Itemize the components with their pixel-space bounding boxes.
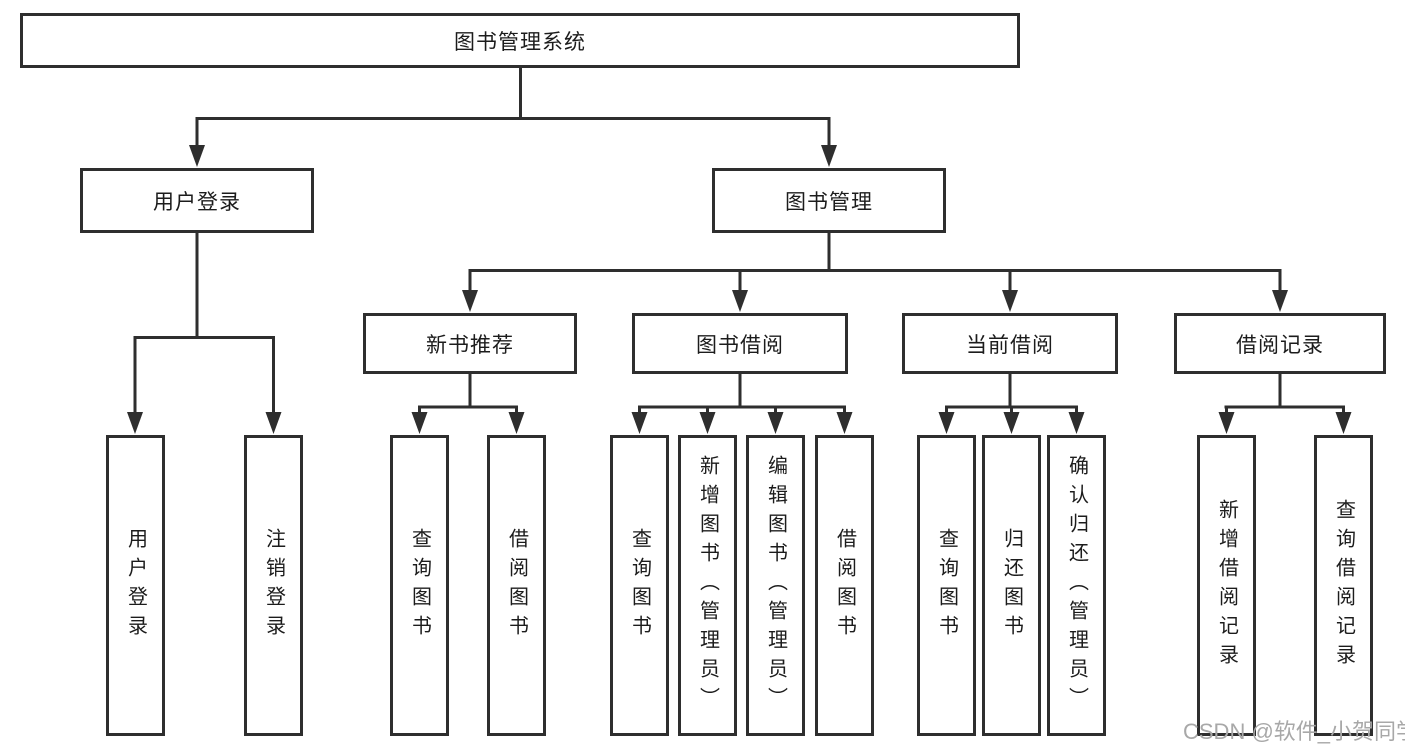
node-book-borrowing-label: 图书借阅 [696,333,784,357]
leaf-borrow-book-recommend-label: 借阅图书 [505,527,528,644]
leaf-add-borrow-record: 新增借阅记录 [1197,435,1256,736]
node-current-borrowing-label: 当前借阅 [966,333,1054,357]
leaf-user-login-label: 用户登录 [124,527,147,644]
node-root: 图书管理系统 [20,13,1020,68]
node-user-login-label: 用户登录 [153,190,241,214]
leaf-logout-label: 注销登录 [262,527,285,644]
leaf-query-book-current-label: 查询图书 [935,527,958,644]
leaf-query-book-recommend: 查询图书 [390,435,449,736]
leaf-borrow-book-borrowing: 借阅图书 [815,435,874,736]
leaf-confirm-return-admin-label: 确认归还（管理员） [1065,455,1088,716]
leaf-query-borrow-record-label: 查询借阅记录 [1332,498,1355,673]
leaf-add-book-admin: 新增图书（管理员） [678,435,737,736]
node-current-borrowing: 当前借阅 [902,313,1118,374]
leaf-return-book: 归还图书 [982,435,1041,736]
leaf-return-book-label: 归还图书 [1000,527,1023,644]
leaf-add-book-admin-label: 新增图书（管理员） [696,455,719,716]
node-new-book-recommend-label: 新书推荐 [426,333,514,357]
leaf-query-book-borrowing: 查询图书 [610,435,669,736]
node-new-book-recommend: 新书推荐 [363,313,577,374]
leaf-user-login: 用户登录 [106,435,165,736]
leaf-borrow-book-borrowing-label: 借阅图书 [833,527,856,644]
leaf-query-borrow-record: 查询借阅记录 [1314,435,1373,736]
node-root-label: 图书管理系统 [454,30,586,54]
leaf-confirm-return-admin: 确认归还（管理员） [1047,435,1106,736]
node-book-borrowing: 图书借阅 [632,313,848,374]
leaf-query-book-current: 查询图书 [917,435,976,736]
node-borrow-records-label: 借阅记录 [1236,333,1324,357]
node-user-login: 用户登录 [80,168,314,233]
leaf-edit-book-admin: 编辑图书（管理员） [746,435,805,736]
csdn-watermark: CSDN @软件_小贺同学 [1183,719,1405,744]
leaf-add-borrow-record-label: 新增借阅记录 [1215,498,1238,673]
leaf-query-book-borrowing-label: 查询图书 [628,527,651,644]
node-borrow-records: 借阅记录 [1174,313,1386,374]
node-book-management: 图书管理 [712,168,946,233]
leaf-borrow-book-recommend: 借阅图书 [487,435,546,736]
leaf-query-book-recommend-label: 查询图书 [408,527,431,644]
node-book-management-label: 图书管理 [785,190,873,214]
leaf-logout: 注销登录 [244,435,303,736]
leaf-edit-book-admin-label: 编辑图书（管理员） [764,455,787,716]
